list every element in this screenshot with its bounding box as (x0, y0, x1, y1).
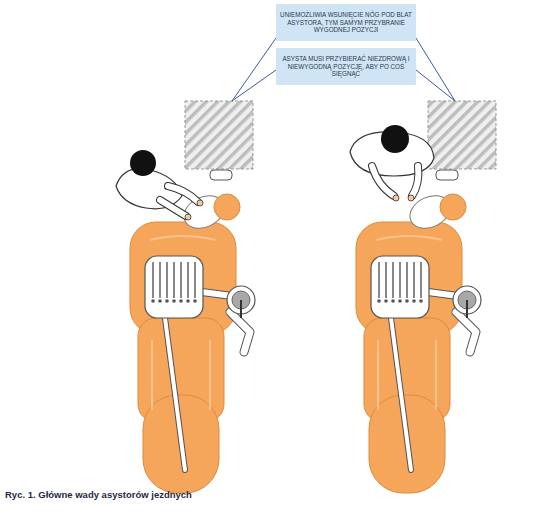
cart-top (428, 101, 496, 169)
leader-line (416, 70, 455, 101)
figure-caption: Ryc. 1. Główne wady asystorów jezdnych (5, 489, 192, 500)
callout-text: UNIEMOŻLIWIA WSUNIĘCIE NÓG POD BLAT ASYS… (280, 11, 412, 35)
leader-line (416, 38, 455, 101)
assistant-arm (372, 166, 394, 196)
tray (436, 170, 458, 180)
callout-text: ASYSTA MUSI PRZYBIERAĆ NIEZDROWĄ I NIEWY… (280, 55, 412, 79)
tray (210, 170, 232, 180)
assistant-standing (350, 125, 434, 201)
assistant-arm (372, 166, 394, 196)
assistant-seated (116, 150, 203, 220)
assistant-head (130, 150, 156, 176)
dental-chair (356, 190, 481, 493)
assistant-arm (160, 200, 186, 216)
leader-line (232, 70, 276, 101)
hand (393, 195, 399, 201)
leader-line (232, 38, 276, 101)
assistant-arm (168, 186, 198, 202)
hand (197, 200, 203, 206)
hand (408, 195, 414, 201)
cart-top (185, 101, 253, 169)
callout-box: UNIEMOŻLIWIA WSUNIĘCIE NÓG POD BLAT ASYS… (276, 4, 416, 41)
leader-lines (232, 38, 455, 101)
dental-chair (130, 190, 255, 493)
assistant-head (381, 125, 409, 153)
callout-box: ASYSTA MUSI PRZYBIERAĆ NIEZDROWĄ I NIEWY… (276, 48, 416, 85)
assistant-arm (412, 166, 418, 196)
assistant-arm (412, 166, 418, 196)
assistant-arm (160, 200, 186, 216)
hand (185, 214, 191, 220)
assistant-arm (168, 186, 198, 202)
